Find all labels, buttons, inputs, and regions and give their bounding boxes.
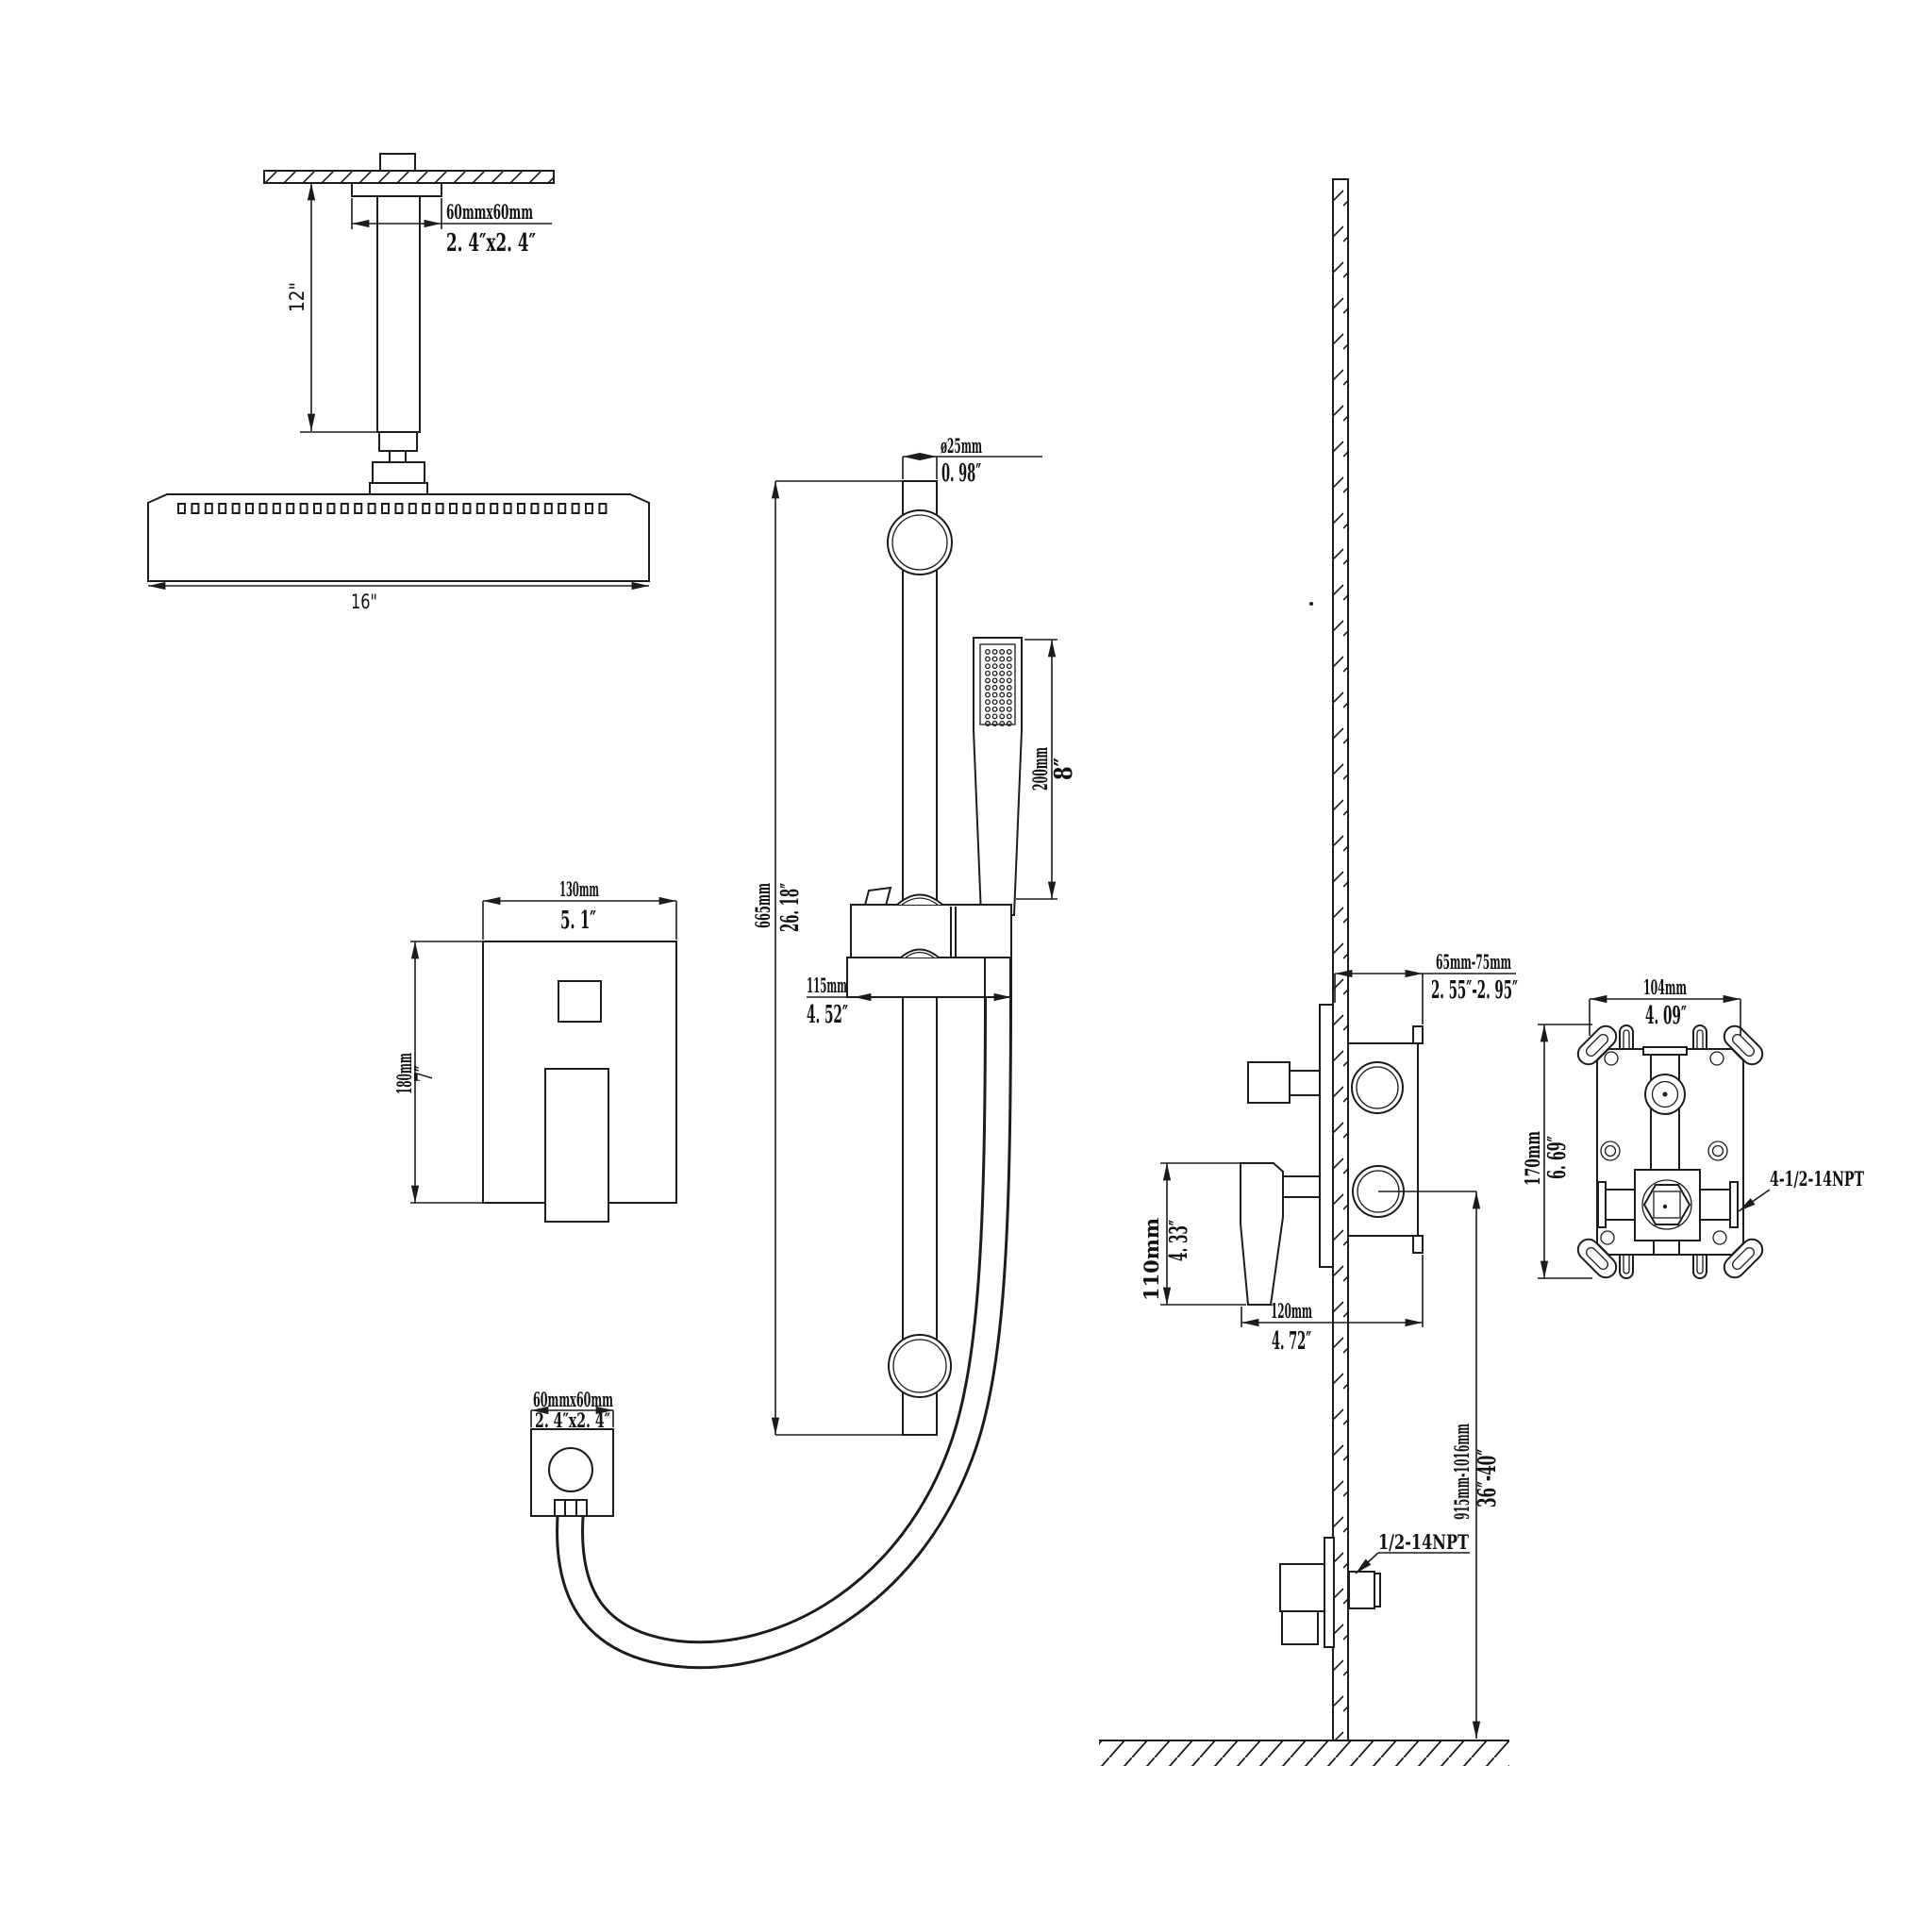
valve-top-tab	[1412, 1025, 1424, 1044]
dim-handshower-inch: 8″	[1050, 758, 1078, 780]
dim-valve-width-inch: 4. 72″	[1272, 1327, 1311, 1356]
holder-body	[850, 904, 1012, 958]
lever-handle-side	[1240, 1162, 1284, 1306]
dim-ceiling-arm-mm: 60mmx60mm	[446, 200, 533, 224]
dim-plate-width-mm: 130mm	[559, 877, 599, 901]
dim-handshower-mm: 200mm	[1028, 747, 1052, 791]
trim-plate-side	[1319, 1004, 1334, 1268]
dim-outlet-height-mm: 915mm-1016mm	[1450, 1424, 1474, 1520]
dim-bar-dia-mm: ø25mm	[941, 434, 982, 458]
dim-holder-mm: 115mm	[807, 974, 847, 997]
dim-outlet-height-inch: 36″-40″	[1474, 1449, 1502, 1507]
dim-bar-dia-inch: 0. 98″	[941, 459, 981, 488]
label-ports-thread: 4-1/2-14NPT	[1770, 1167, 1864, 1191]
holder-top-clamp-arc	[896, 893, 943, 906]
dim-holder-inch: 4. 52″	[807, 1001, 848, 1029]
elbow-nut-side	[1281, 1610, 1319, 1645]
hose-connector	[984, 957, 1011, 998]
supply-elbow-view	[530, 1428, 614, 1517]
bar-top-bracket	[887, 509, 953, 575]
slider-holder	[846, 886, 1012, 998]
trim-handle	[544, 1068, 609, 1223]
rough-in-box	[1596, 1048, 1744, 1256]
dim-valve-width-mm: 120mm	[1271, 1299, 1312, 1323]
cartridge-hex	[1642, 1184, 1691, 1225]
nozzle-row	[177, 503, 608, 514]
ceiling-section-hatch	[263, 170, 555, 184]
dim-roughin-height-mm: 170mm	[1521, 1131, 1544, 1186]
valve-bottom-tab	[1412, 1235, 1424, 1254]
dim-valve-depth-mm: 65mm-75mm	[1436, 950, 1511, 974]
hand-shower	[973, 637, 1023, 916]
diverter-button	[558, 980, 602, 1023]
shower-arm	[376, 195, 421, 433]
elbow-body-side	[1279, 1563, 1325, 1612]
floor-hatch	[1099, 1741, 1509, 1766]
dimensions: 60mmx60mm 2. 4″x2. 4″ 12" 16" ø25mm 0. 9…	[148, 183, 1864, 1739]
rough-in-valve-view	[1576, 1024, 1764, 1279]
ceiling-escutcheon	[351, 182, 442, 197]
dim-elbow-inch: 2. 4″x2. 4″	[535, 1408, 610, 1432]
bar-bottom-bracket	[888, 1334, 952, 1398]
dim-head-width: 16"	[351, 591, 377, 613]
dim-bar-length-mm: 665mm	[751, 883, 774, 928]
ceiling-shower-view	[147, 153, 650, 582]
elbow-nut	[554, 1499, 588, 1517]
dim-elbow-mm: 60mmx60mm	[533, 1388, 613, 1411]
dim-handle-inch: 4. 33″	[1165, 1220, 1193, 1261]
dim-valve-depth-inch: 2. 55″-2. 95″	[1431, 976, 1518, 1005]
shower-hose	[556, 990, 1012, 1670]
lever-stem	[1282, 1175, 1321, 1198]
trim-plate-view	[482, 941, 677, 1223]
stray-dot	[1309, 602, 1313, 606]
dim-plate-width-inch: 5. 1″	[560, 907, 596, 935]
diverter-knob-side	[1247, 1061, 1291, 1104]
dim-roughin-height-inch: 6. 69″	[1543, 1136, 1572, 1179]
spray-face	[979, 643, 1016, 725]
elbow-plate-side	[1324, 1537, 1335, 1648]
head-swivel-lower	[369, 482, 428, 495]
elbow-outlet-side	[1348, 1571, 1375, 1609]
rain-shower-head	[147, 493, 650, 582]
ceiling-inlet	[379, 153, 416, 172]
dim-ceiling-arm-inch: 2. 4″x2. 4″	[446, 229, 536, 258]
dim-bar-length-inch: 26. 18″	[776, 883, 805, 932]
dim-plate-height-mm: 180mm	[392, 1053, 416, 1094]
label-outlet-thread: 1/2-14NPT	[1378, 1530, 1469, 1554]
elbow-swivel	[548, 1447, 593, 1492]
dim-roughin-width-mm: 104mm	[1643, 975, 1687, 999]
dim-plate-height-inch: 7″	[410, 1065, 439, 1082]
wall-section-hatch	[1332, 178, 1349, 1741]
dim-roughin-width-inch: 4. 09″	[1645, 1002, 1687, 1030]
wall-side-view	[1099, 178, 1509, 1766]
valve-upper-port	[1351, 1061, 1404, 1114]
holder-mid-clamp-arc	[900, 948, 940, 958]
arm-connector	[378, 431, 418, 452]
dim-arm-drop: 12"	[286, 282, 308, 312]
dim-handle-mm: 110mm	[1140, 1218, 1163, 1301]
arm-nipple	[389, 450, 407, 463]
spray-dots	[985, 649, 1012, 726]
head-swivel-upper	[372, 461, 425, 484]
